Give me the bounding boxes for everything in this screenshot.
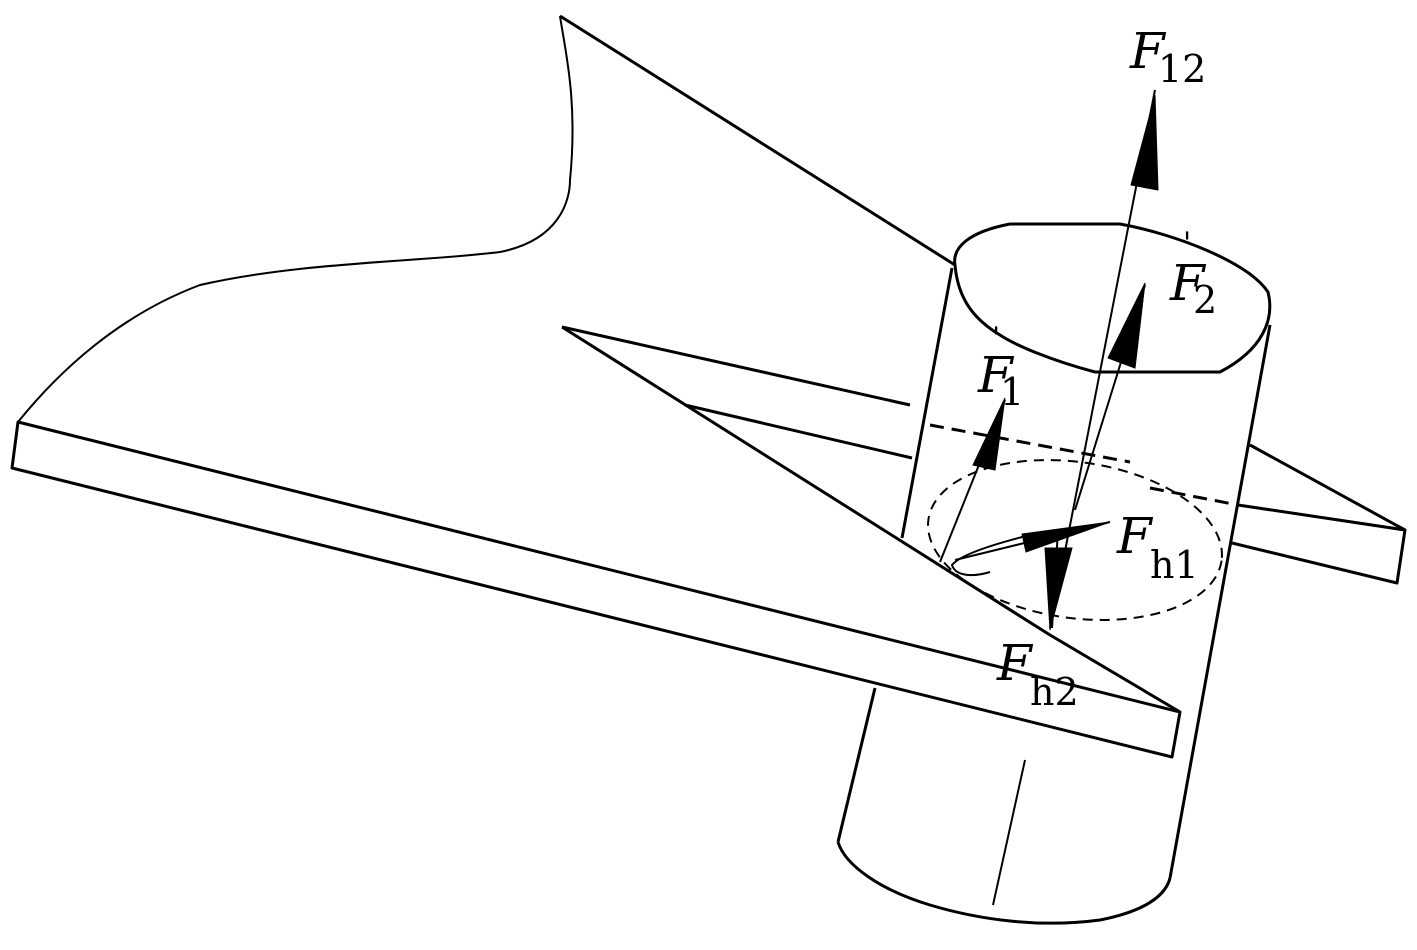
label-fh1: F h1: [1116, 507, 1199, 587]
label-fh2: F h2: [996, 634, 1079, 714]
right-blade: [684, 403, 1407, 585]
left-blade-front-bar: [10, 420, 1182, 759]
svg-text:12: 12: [1158, 47, 1206, 91]
svg-text:F: F: [1116, 507, 1154, 565]
fh2-arrowhead: [1044, 547, 1073, 631]
hub-axis-line: [992, 759, 1026, 906]
lower-blade-edge-top: [561, 325, 911, 407]
svg-text:F: F: [996, 634, 1034, 692]
hub-right-side: [1168, 324, 1272, 879]
label-f2: F ' 2: [1169, 226, 1217, 322]
right-blade-bar: [1231, 503, 1407, 585]
f12-arrowhead: [1130, 94, 1159, 191]
left-blade-upper-edge: [559, 14, 956, 267]
svg-text:F: F: [1169, 254, 1207, 312]
left-blade-curved-edge: [17, 15, 574, 423]
hub-left-side-upper: [900, 267, 954, 539]
hub-top-rim: [953, 222, 1272, 374]
left-blade: [10, 14, 1182, 759]
svg-text:2: 2: [1193, 278, 1217, 322]
right-blade-top-edge: [1249, 443, 1406, 532]
svg-text:h1: h1: [1150, 543, 1199, 587]
label-f1: F ' 1: [977, 321, 1024, 414]
lower-blade: [561, 325, 1181, 714]
f2-arrowhead: [1107, 282, 1146, 369]
hub-section-ellipse: [927, 459, 1223, 621]
hub-bottom-rim: [836, 841, 1172, 925]
hub-left-side-lower: [836, 687, 877, 843]
inner-blade-mid: [929, 423, 1131, 464]
svg-text:': ': [1183, 226, 1191, 261]
inner-blade-lower: [1149, 486, 1239, 507]
lower-blade-tip: [1049, 633, 1181, 714]
svg-text:F: F: [977, 346, 1015, 404]
fh1-arrowhead: [1021, 521, 1111, 553]
hub-cylinder: [836, 222, 1272, 925]
inner-blade-upper: [684, 403, 913, 460]
svg-text:F: F: [1129, 22, 1167, 80]
lower-blade-edge-bottom: [561, 325, 1051, 637]
svg-text:h2: h2: [1030, 670, 1079, 714]
force-vectors: [939, 89, 1159, 631]
f1-arrowhead: [972, 397, 1006, 471]
svg-text:': ': [992, 321, 1000, 356]
rotation-arc: [950, 534, 1031, 577]
svg-text:1: 1: [1000, 370, 1024, 414]
label-f12: F 12: [1129, 22, 1206, 91]
